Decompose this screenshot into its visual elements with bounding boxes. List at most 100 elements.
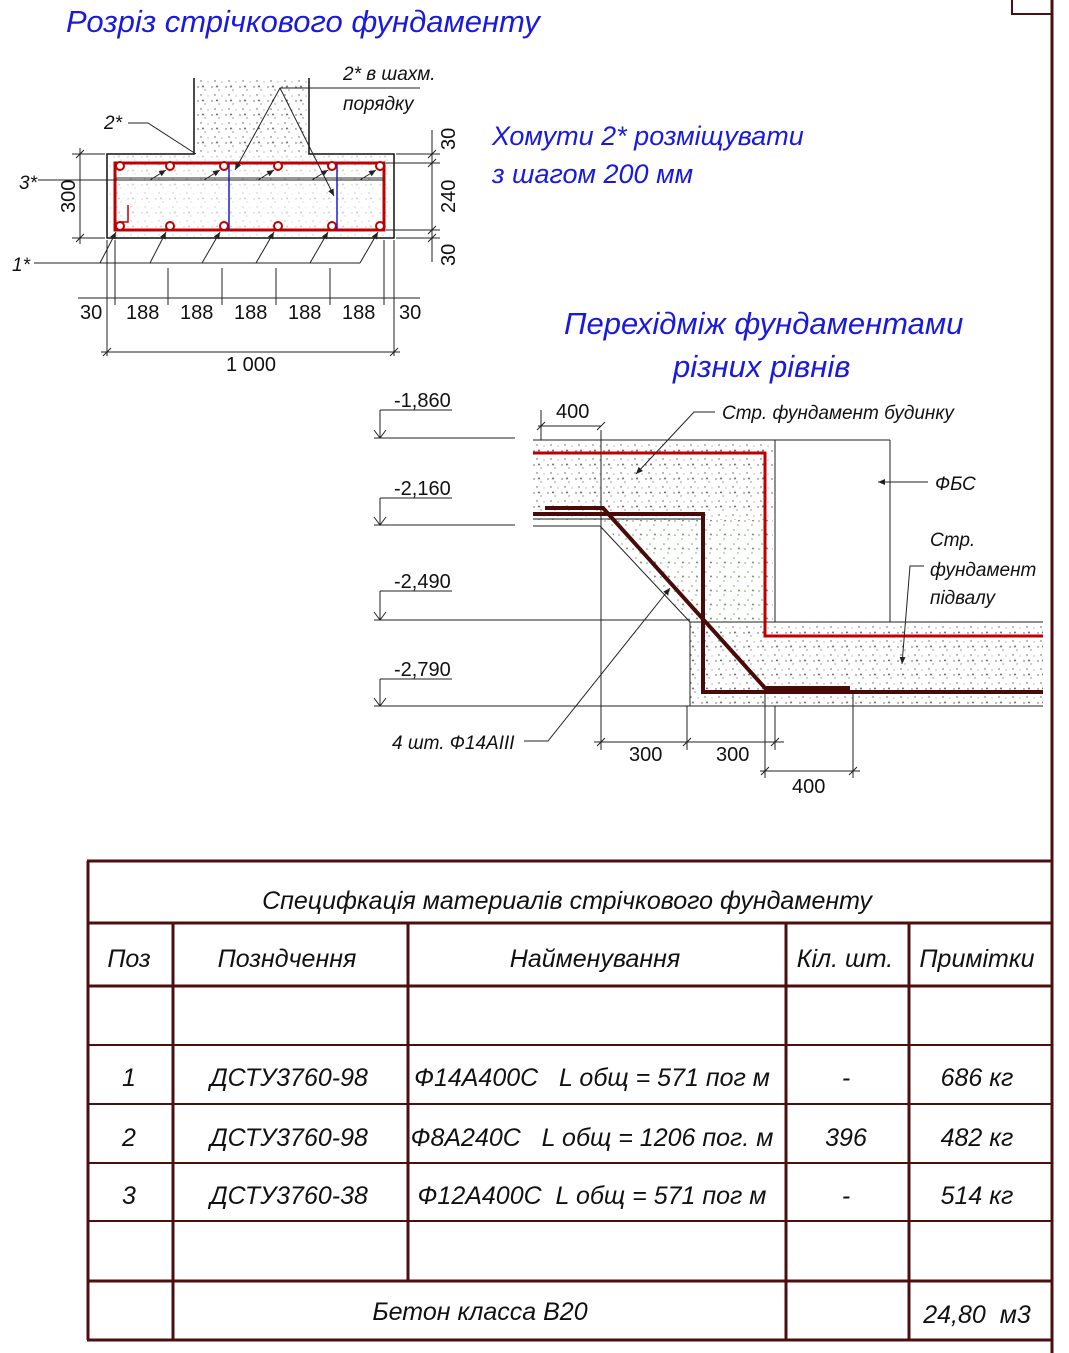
level-4: -2,790 — [394, 659, 451, 681]
dim-tick — [682, 737, 692, 747]
cell-designation: ДСТУ3760-98 — [207, 1124, 368, 1152]
concrete-value: 24,80 м3 — [922, 1301, 1031, 1329]
rebar-dot — [165, 161, 175, 171]
label-bar3: 3* — [19, 173, 38, 194]
rebar-dot — [219, 161, 229, 171]
leader-3-arrow — [149, 169, 167, 181]
dim-right-mid-text: 240 — [438, 180, 460, 213]
dim-span-5: 188 — [342, 302, 375, 324]
label-bar2: 2* — [103, 113, 123, 134]
rebar-dot — [115, 161, 125, 171]
dim-span-3: 188 — [234, 302, 267, 324]
transition-rebar-a — [545, 506, 850, 690]
leader-basement — [899, 565, 924, 665]
dim-tick — [596, 737, 606, 747]
leader-rebar — [524, 587, 671, 742]
footing-hatch — [108, 155, 393, 237]
dim-tick — [75, 233, 85, 243]
section-title: Розріз стрічкового фундаменту — [66, 4, 542, 39]
dim-right-top-text: 30 — [438, 128, 460, 150]
dim-tick — [427, 225, 437, 235]
cell-pos: 2 — [121, 1124, 136, 1152]
note-line-1: Хомути 2* розміщувати — [491, 121, 804, 151]
leader-2 — [128, 122, 197, 155]
rebar-dot — [327, 221, 337, 231]
dim-tick — [848, 766, 858, 776]
cell-notes: 482 кг — [941, 1124, 1014, 1152]
dim-bottom-mid: 300 — [716, 744, 749, 766]
header-qty: Кіл. шт. — [797, 945, 894, 973]
label-rebar: 4 шт. Ф14АІІІ — [392, 733, 515, 754]
label-fbs: ФБС — [935, 474, 976, 495]
level-arrow — [379, 429, 387, 439]
label-basement-2: фундамент — [930, 560, 1036, 581]
cell-qty: - — [842, 1064, 850, 1092]
header-designation: Позндчення — [218, 945, 357, 973]
slope-hatch — [600, 520, 703, 622]
rebar-dot — [327, 161, 337, 171]
dim-tick — [102, 347, 112, 357]
dim-bottom-right: 400 — [792, 776, 825, 798]
level-arrow — [373, 516, 381, 526]
label-basement-1: Стр. — [930, 530, 975, 551]
label-basement-3: підвалу — [930, 588, 997, 609]
rebar-dot — [165, 221, 175, 231]
leader-3-arrow — [311, 169, 329, 181]
level-arrow — [373, 611, 381, 621]
leader-2-staggered-b — [279, 87, 335, 197]
top-bars — [115, 161, 385, 171]
level-1: -1,860 — [394, 390, 451, 412]
cell-designation: ДСТУ3760-38 — [207, 1182, 368, 1210]
dim-top-text: 400 — [556, 401, 589, 423]
table-row: 1 ДСТУ3760-98 Ф14А400С L общ = 571 пог м… — [122, 1064, 1013, 1092]
dim-tick — [770, 737, 780, 747]
cell-designation: ДСТУ3760-98 — [207, 1064, 368, 1092]
dim-tick — [427, 149, 437, 159]
transition-title-1: Перехідміж фундаментами — [564, 306, 963, 341]
cell-qty: 396 — [825, 1124, 867, 1152]
rebar-dot — [375, 221, 385, 231]
cell-name: Ф8А240С L общ = 1206 пог. м — [411, 1124, 774, 1152]
header-name: Найменування — [510, 945, 680, 973]
dim-span-1: 188 — [126, 302, 159, 324]
header-notes: Примітки — [919, 945, 1034, 973]
dim-right-bot-text: 30 — [438, 244, 460, 266]
transition-rebar-b — [533, 512, 1043, 694]
wall-stem-hatch — [194, 78, 309, 154]
leader-1-arrow — [149, 231, 167, 264]
level-arrow — [379, 697, 387, 707]
rebar-cage — [113, 161, 386, 232]
dim-tick — [760, 766, 770, 776]
cell-notes: 686 кг — [941, 1064, 1014, 1092]
dim-height-text: 300 — [58, 180, 80, 213]
bottom-bars — [115, 221, 385, 231]
label-bar2-staggered-2: порядку — [343, 94, 415, 115]
sheet-frame-corner — [1011, 0, 1052, 15]
note-line-2: з шагом 200 мм — [491, 159, 693, 189]
header-pos: Поз — [107, 945, 150, 973]
outline-slope — [599, 525, 691, 623]
cell-name: Ф12А400С L общ = 571 пог м — [418, 1182, 767, 1210]
level-2: -2,160 — [394, 478, 451, 500]
dim-tick — [536, 421, 546, 431]
dim-tick — [75, 149, 85, 159]
rebar-dot — [115, 221, 125, 231]
dim-tick — [389, 347, 399, 357]
cell-name: Ф14А400С L общ = 571 пог м — [414, 1064, 770, 1092]
label-house-foundation: Стр. фундамент будинку — [722, 403, 955, 424]
rebar-dot — [375, 161, 385, 171]
level-arrow — [379, 516, 387, 526]
label-bar1: 1* — [12, 255, 31, 276]
rebar-dot — [219, 221, 229, 231]
footing-outline — [106, 78, 395, 239]
table-row: 3 ДСТУ3760-38 Ф12А400С L общ = 571 пог м… — [122, 1182, 1013, 1210]
dim-bottom-right-text: 30 — [399, 302, 421, 324]
leader-1-arrow — [99, 231, 117, 264]
table-row: 2 ДСТУ3760-98 Ф8А240С L общ = 1206 пог. … — [121, 1124, 1013, 1152]
step-hatch — [703, 520, 773, 622]
level-arrow — [373, 697, 381, 707]
leader-1-arrow — [359, 231, 379, 264]
spec-table: Специфкація материалів стрічкового фунда… — [86, 859, 1052, 1342]
rebar-dot — [273, 221, 283, 231]
level-3: -2,490 — [394, 571, 451, 593]
